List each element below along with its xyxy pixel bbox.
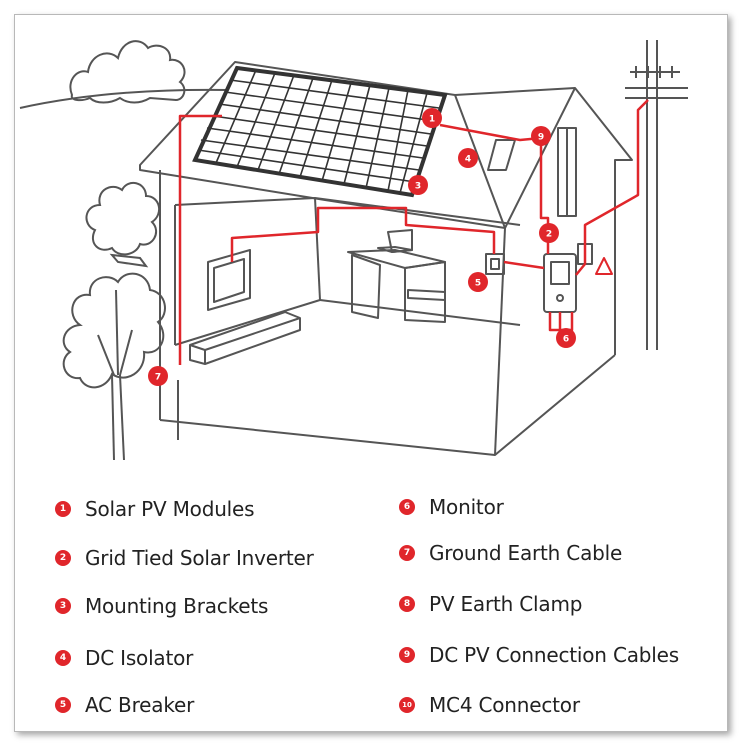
callout-1: 1 (422, 108, 442, 128)
legend-label: DC Isolator (85, 646, 194, 670)
bush-outline (69, 40, 186, 104)
legend-badge: 6 (399, 499, 415, 515)
legend-label: DC PV Connection Cables (429, 643, 679, 667)
legend-item-6: 6 Monitor (399, 495, 504, 519)
legend-badge: 8 (399, 596, 415, 612)
hill-line (19, 88, 231, 109)
svg-text:1: 1 (429, 115, 435, 125)
svg-text:6: 6 (563, 335, 569, 345)
legend-item-1: 1 Solar PV Modules (55, 497, 255, 521)
callout-2: 2 (539, 223, 559, 243)
legend-item-10: 10 MC4 Connector (399, 693, 580, 717)
legend-label: Ground Earth Cable (429, 541, 623, 565)
callout-7: 7 (148, 366, 168, 386)
svg-text:3: 3 (415, 182, 421, 192)
legend-label: PV Earth Clamp (429, 592, 583, 616)
legend-badge: 4 (55, 650, 71, 666)
legend-item-4: 4 DC Isolator (55, 646, 193, 670)
house-outline (139, 61, 633, 456)
legend-label: AC Breaker (85, 693, 195, 717)
legend-item-3: 3 Mounting Brackets (55, 594, 268, 618)
legend-badge: 2 (55, 550, 71, 566)
legend-label: Monitor (429, 495, 504, 519)
svg-text:4: 4 (465, 155, 471, 165)
callout-5: 5 (468, 272, 488, 292)
callout-4: 4 (458, 148, 478, 168)
legend-badge: 1 (55, 501, 71, 517)
legend-badge: 7 (399, 545, 415, 561)
legend-label: MC4 Connector (429, 693, 580, 717)
tree-left (62, 181, 166, 461)
legend-item-8: 8 PV Earth Clamp (399, 592, 582, 616)
legend: 1 Solar PV Modules 2 Grid Tied Solar Inv… (15, 485, 725, 725)
legend-label: Solar PV Modules (85, 497, 255, 521)
legend-item-5: 5 AC Breaker (55, 693, 194, 717)
legend-badge: 3 (55, 598, 71, 614)
svg-text:2: 2 (546, 230, 552, 240)
callout-3: 3 (408, 175, 428, 195)
legend-label: Grid Tied Solar Inverter (85, 546, 314, 570)
legend-item-7: 7 Ground Earth Cable (399, 541, 622, 565)
svg-text:7: 7 (155, 373, 161, 383)
legend-badge: 10 (399, 697, 415, 713)
legend-item-2: 2 Grid Tied Solar Inverter (55, 546, 314, 570)
callout-9: 9 (531, 126, 551, 146)
callout-6: 6 (556, 328, 576, 348)
solar-panel (192, 65, 448, 198)
house-diagram: 1 9 4 3 2 5 6 7 (19, 40, 688, 461)
legend-badge: 9 (399, 647, 415, 663)
legend-label: Mounting Brackets (85, 594, 269, 618)
svg-text:5: 5 (475, 279, 481, 289)
legend-badge: 5 (55, 697, 71, 713)
utility-pole (625, 40, 688, 350)
legend-item-9: 9 DC PV Connection Cables (399, 643, 679, 667)
svg-text:9: 9 (538, 133, 544, 143)
